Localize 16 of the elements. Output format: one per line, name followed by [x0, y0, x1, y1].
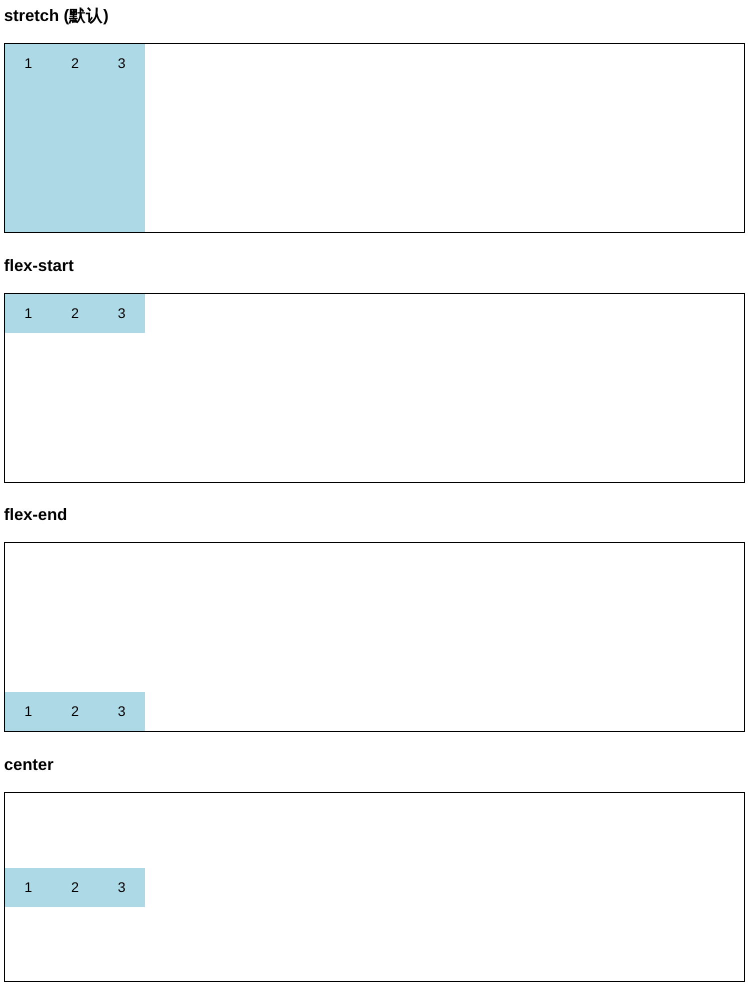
flex-item: 2 — [52, 44, 98, 232]
section-heading: flex-start — [4, 256, 74, 276]
flex-item: 3 — [98, 44, 145, 232]
section-heading: flex-end — [4, 505, 68, 525]
flex-item: 3 — [98, 294, 145, 333]
flex-item: 3 — [98, 868, 145, 906]
flex-item: 2 — [52, 692, 98, 731]
flex-item: 2 — [52, 294, 98, 333]
section-heading: stretch (默认) — [4, 6, 109, 26]
flex-item: 1 — [5, 44, 52, 232]
flex-item: 1 — [5, 692, 52, 731]
flex-item: 2 — [52, 868, 98, 906]
flex-item: 1 — [5, 868, 52, 906]
section-heading: center — [4, 755, 54, 775]
flex-item: 1 — [5, 294, 52, 333]
flex-item: 3 — [98, 692, 145, 731]
